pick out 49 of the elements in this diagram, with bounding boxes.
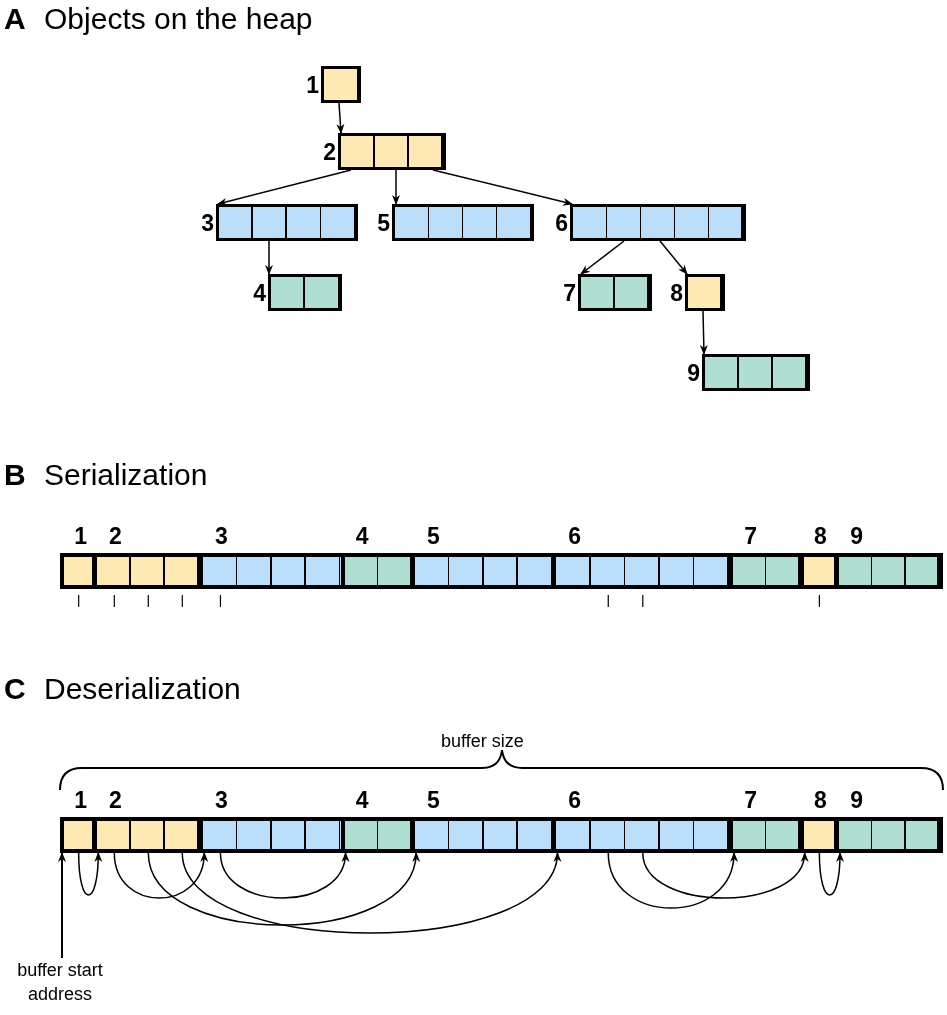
object-number: 3 — [201, 211, 214, 234]
object-number: 9 — [687, 361, 700, 384]
panel-heading: C Deserialization — [4, 672, 241, 706]
object-number: 2 — [323, 140, 336, 163]
object-number: 6 — [567, 525, 583, 548]
object-number: 2 — [107, 525, 123, 548]
object-number: 9 — [849, 525, 865, 548]
arrow — [217, 169, 352, 206]
arrow — [432, 169, 573, 206]
object-number: 8 — [812, 525, 828, 548]
object-number: 3 — [214, 789, 229, 812]
object-number: 4 — [354, 525, 370, 548]
arrow — [607, 852, 737, 909]
arrow — [219, 852, 348, 899]
object-number: 4 — [253, 281, 266, 304]
object-number: 1 — [73, 525, 89, 548]
object-number: 7 — [563, 281, 576, 304]
arrow — [392, 169, 400, 205]
object-number: 1 — [73, 789, 89, 812]
arrow — [58, 852, 66, 959]
object-number: 7 — [743, 525, 759, 548]
object-number: 5 — [425, 789, 441, 812]
object-number: 5 — [425, 525, 441, 548]
object-number: 8 — [670, 281, 683, 304]
arrow — [699, 310, 708, 355]
object-number: 9 — [849, 789, 865, 812]
arrow — [181, 852, 559, 934]
object-number: 8 — [812, 789, 828, 812]
object-number: 2 — [107, 789, 123, 812]
object-number: 5 — [377, 211, 390, 234]
object-number: 1 — [306, 73, 319, 96]
object-number: 6 — [567, 789, 583, 812]
arrow — [336, 102, 345, 134]
arrow — [818, 852, 844, 896]
arrow — [77, 852, 103, 896]
object-number: 4 — [354, 789, 370, 812]
arrow — [580, 240, 625, 275]
arrow — [659, 240, 688, 275]
panel-heading: A Objects on the heap — [4, 2, 313, 36]
dimension-label: buffer size — [441, 731, 524, 752]
annotation-text: buffer start address — [0, 958, 125, 1007]
object-number: 6 — [555, 211, 568, 234]
panel-heading: B Serialization — [4, 458, 208, 492]
arrow — [642, 852, 807, 899]
object-number: 3 — [214, 525, 229, 548]
arrow — [113, 852, 208, 899]
arrow — [147, 852, 418, 926]
arrow — [265, 240, 273, 275]
object-number: 7 — [743, 789, 759, 812]
